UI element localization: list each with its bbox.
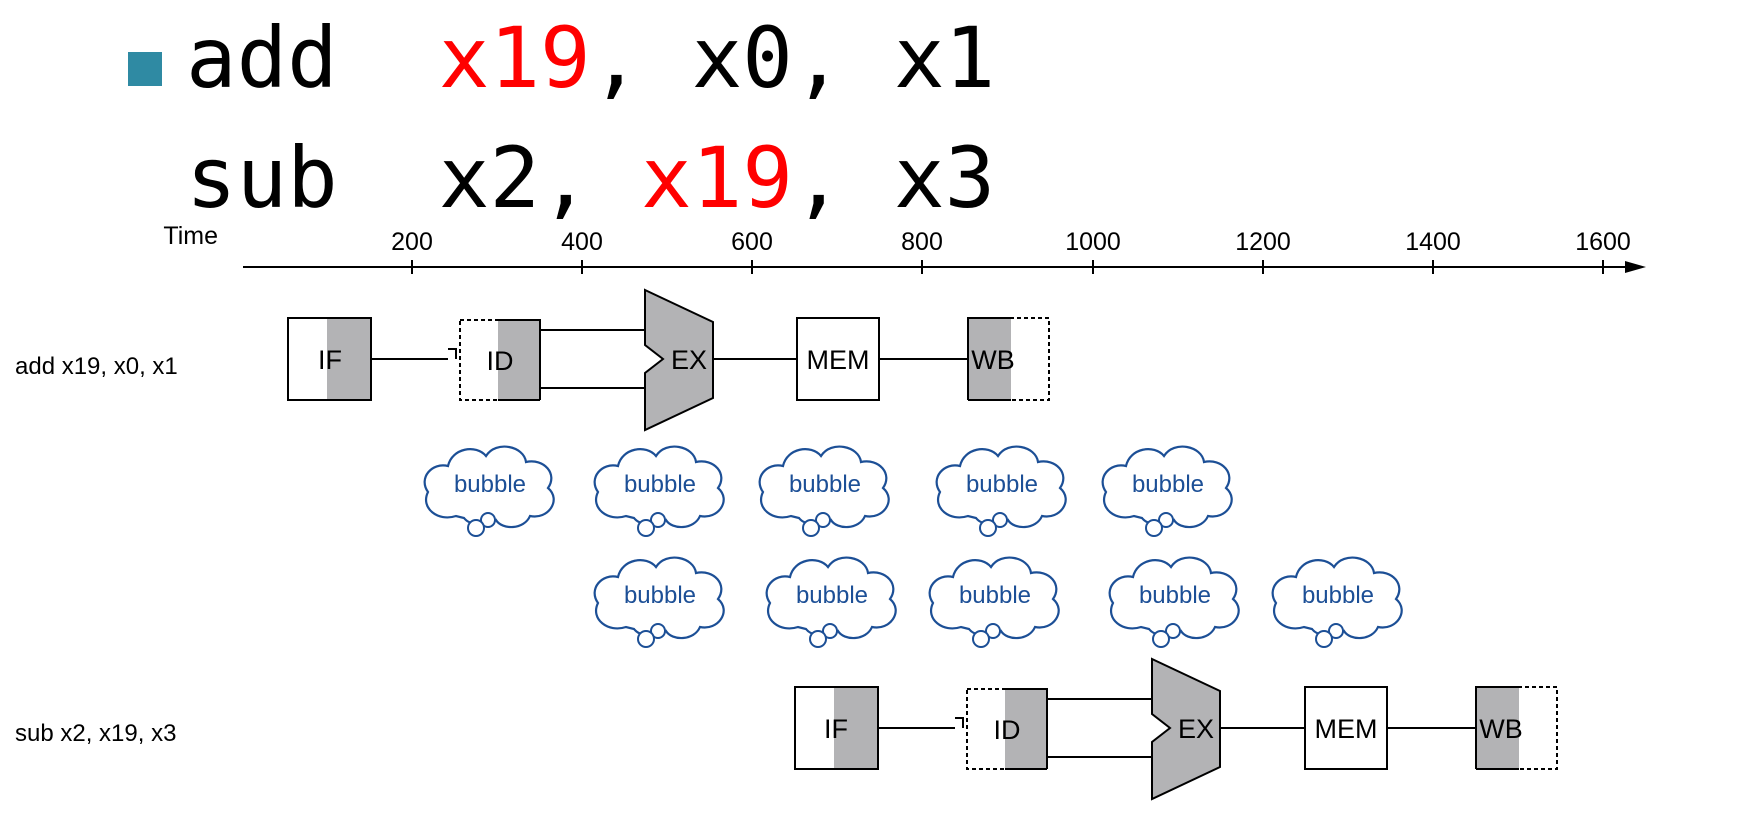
opcode: add [186, 9, 338, 107]
bubble-label: bubble [624, 582, 696, 609]
stage-wb: WB [1475, 686, 1558, 770]
stage-label: ID [994, 715, 1021, 745]
pipeline-diagram: Time 200 400 600 800 1000 1200 1400 1600… [15, 222, 1646, 801]
pipeline-bubble: bubble [1108, 556, 1240, 649]
pipeline-row-sub: sub x2, x19, x3 IF ID EX MEM [15, 657, 1558, 801]
operands: , x0, x1 [590, 9, 996, 107]
connector [955, 717, 964, 728]
axis-tick: 1400 [1405, 228, 1461, 274]
bubble-label: bubble [966, 471, 1038, 498]
operands: , x3 [792, 129, 996, 227]
stage-mem: MEM [796, 317, 880, 401]
code-line-sub: sub x2, x19, x3 [186, 136, 995, 220]
pipeline-bubble: bubble [593, 445, 725, 538]
tick-label: 1200 [1235, 228, 1291, 256]
operands: x2, [438, 129, 642, 227]
stage-label: ID [487, 346, 514, 376]
stage-id: ID [459, 319, 541, 401]
tick-label: 600 [731, 228, 773, 256]
axis-tick: 1600 [1575, 228, 1631, 274]
highlighted-register: x19 [438, 9, 591, 107]
stage-label: WB [971, 345, 1015, 375]
pipeline-bubble: bubble [935, 445, 1067, 538]
stage-label: MEM [807, 345, 870, 375]
stage-label: IF [318, 345, 342, 375]
bubble-row-2: bubble bubble bubble bubble bubble [593, 556, 1403, 649]
bubble-label: bubble [624, 471, 696, 498]
tick-label: 1600 [1575, 228, 1631, 256]
pipeline-row-add: add x19, x0, x1 IF ID EX MEM [15, 288, 1050, 432]
pipeline-bubble: bubble [593, 556, 725, 649]
axis-arrow-icon [1625, 261, 1646, 273]
bubble-label: bubble [1302, 582, 1374, 609]
tick-label: 1400 [1405, 228, 1461, 256]
bubble-label: bubble [789, 471, 861, 498]
bubble-label: bubble [1139, 582, 1211, 609]
stage-label: EX [1178, 714, 1214, 744]
stage-label: EX [671, 345, 707, 375]
bubble-label: bubble [454, 471, 526, 498]
tick-label: 200 [391, 228, 433, 256]
stage-if: IF [287, 317, 372, 401]
bubble-label: bubble [1132, 471, 1204, 498]
time-axis: Time 200 400 600 800 1000 1200 1400 1600 [163, 222, 1646, 274]
tick-label: 800 [901, 228, 943, 256]
pipeline-bubble: bubble [1271, 556, 1403, 649]
axis-tick: 600 [731, 228, 773, 274]
pipeline-bubble: bubble [765, 556, 897, 649]
stage-label: IF [824, 714, 848, 744]
pipeline-bubble: bubble [928, 556, 1060, 649]
stage-wb: WB [967, 317, 1050, 401]
stage-if: IF [794, 686, 879, 770]
stage-ex: EX [644, 288, 714, 432]
instruction-listing: add x19, x0, x1 sub x2, x19, x3 [0, 0, 1747, 220]
stage-ex: EX [1151, 657, 1221, 801]
stage-label: WB [1479, 714, 1523, 744]
axis-tick: 1000 [1065, 228, 1121, 274]
instruction-label: sub x2, x19, x3 [15, 720, 176, 747]
pipeline-bubble: bubble [1101, 445, 1233, 538]
highlighted-register: x19 [641, 129, 793, 227]
axis-tick: 1200 [1235, 228, 1291, 274]
axis-tick: 400 [561, 228, 603, 274]
pipeline-bubble: bubble [423, 445, 555, 538]
bubble-label: bubble [959, 582, 1031, 609]
axis-tick: 200 [391, 228, 433, 274]
bullet-square-icon [128, 52, 162, 86]
time-axis-label: Time [163, 222, 218, 250]
bubble-label: bubble [796, 582, 868, 609]
opcode: sub [186, 129, 338, 227]
tick-label: 400 [561, 228, 603, 256]
stage-mem: MEM [1304, 686, 1388, 770]
pipeline-bubble: bubble [758, 445, 890, 538]
bubble-row-1: bubble bubble bubble bubble bubble [423, 445, 1233, 538]
instruction-label: add x19, x0, x1 [15, 353, 178, 380]
code-line-add: add x19, x0, x1 [186, 16, 995, 100]
axis-tick: 800 [901, 228, 943, 274]
connector [448, 348, 457, 359]
tick-label: 1000 [1065, 228, 1121, 256]
stage-label: MEM [1315, 714, 1378, 744]
stage-id: ID [966, 688, 1048, 770]
